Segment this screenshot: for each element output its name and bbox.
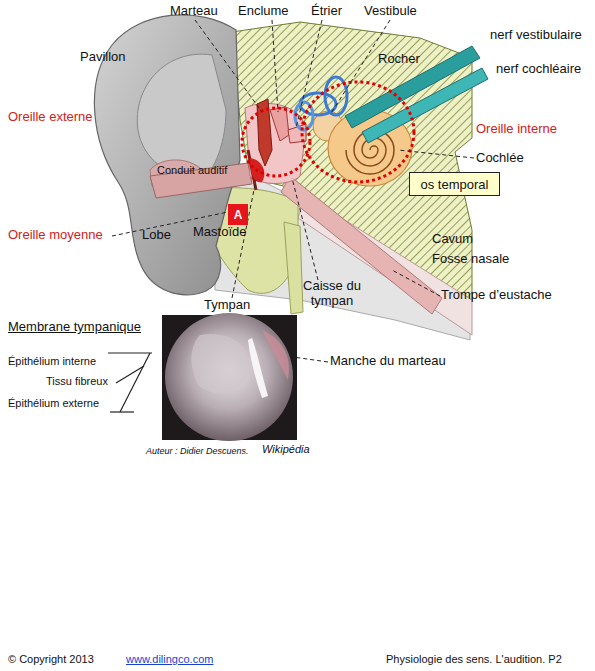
part-name: Tympan: [204, 298, 250, 313]
marker-box: A: [228, 204, 248, 225]
node-text: os temporal: [419, 177, 491, 192]
leader-line: [398, 150, 474, 158]
part-name: Cochlée: [476, 151, 524, 166]
part-name: Cavum: [432, 232, 473, 247]
page-footer: Physiologie des sens. L'audition. P2: [386, 653, 562, 666]
layer-name: Épithélium externe: [8, 397, 99, 410]
credit-note: Auteur : Didier Descuens.: [146, 446, 249, 456]
styloid-process: [284, 222, 303, 314]
leader-line: [292, 178, 318, 280]
part-name: Rocher: [378, 52, 420, 67]
layer-name: Tissu fibreux: [46, 375, 108, 388]
leader-line: [330, 20, 390, 115]
tympanic-photo: [165, 313, 293, 441]
bracket-line: [108, 352, 152, 353]
region-name: Oreille externe: [8, 110, 93, 125]
part-name: Trompe d’eustache: [441, 288, 552, 303]
part-name: Étrier: [311, 4, 342, 19]
layer-name: Épithélium interne: [8, 355, 96, 368]
bracket-spacer: [30, 342, 160, 343]
part-name: Fosse nasale: [432, 252, 509, 267]
part-name: Vestibule: [364, 4, 417, 19]
leader-line: [392, 270, 440, 296]
part-name: Lobe: [142, 228, 171, 243]
malleus-handle: [248, 338, 268, 398]
malleus-bone: [257, 99, 272, 166]
ear-canal: [150, 163, 252, 198]
leader-line: [195, 20, 262, 112]
part-name: Pavillon: [80, 50, 126, 65]
leader-line: [272, 20, 278, 112]
bracket-line: [120, 353, 150, 412]
node-text: A: [232, 208, 245, 222]
photo-patch: [191, 334, 252, 393]
section-title: Membrane tympanique: [8, 320, 141, 335]
cochlear-nerve: [362, 68, 488, 143]
part-name: Mastoïde: [193, 225, 246, 240]
copyright-note: © Copyright 2013: [8, 653, 94, 666]
incus-bone: [270, 107, 289, 141]
inner-ear-circle: [302, 82, 414, 182]
part-name: Marteau: [170, 4, 218, 19]
part-name: Conduit auditif: [157, 164, 227, 177]
bracket-line: [110, 411, 134, 412]
part-name: Caisse du tympan: [292, 279, 372, 309]
credit-note: Wikipédia: [262, 443, 310, 456]
region-name: Oreille moyenne: [8, 228, 103, 243]
part-name: nerf cochléaire: [496, 62, 581, 77]
part-name: nerf vestibulaire: [490, 28, 582, 43]
photo-vessel: [262, 330, 289, 380]
website-link: www.dilingco.com: [126, 653, 213, 666]
part-name: Enclume: [238, 4, 289, 19]
leader-line: [296, 20, 322, 128]
middle-ear-circle: [242, 108, 310, 176]
part-name: Manche du marteau: [330, 354, 446, 369]
bracket-line: [116, 366, 144, 383]
eustachian-tube: [281, 176, 442, 314]
label-box: os temporal: [409, 172, 500, 196]
region-name: Oreille interne: [476, 122, 557, 137]
